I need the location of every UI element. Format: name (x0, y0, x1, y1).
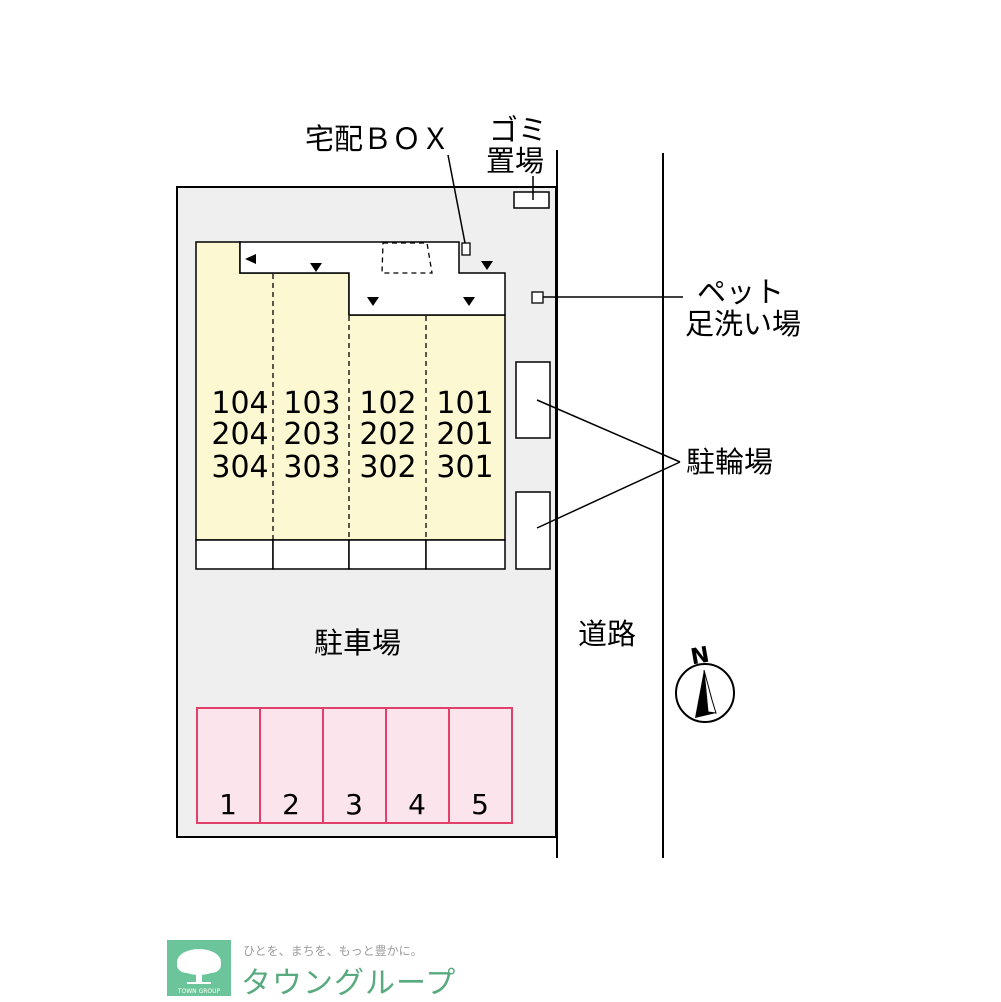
balcony (425, 539, 506, 570)
parking-space-number: 2 (282, 788, 300, 821)
unit-number: 202 (359, 417, 416, 452)
stair-outline (381, 242, 433, 274)
parking-space-number: 4 (408, 788, 426, 821)
unit-number: 204 (211, 417, 268, 452)
parking-space (448, 707, 513, 824)
parking-space-number: 5 (471, 788, 489, 821)
unit-number: 304 (211, 450, 268, 485)
parking-space-number: 1 (219, 788, 237, 821)
unit-number: 301 (436, 450, 493, 485)
unit-number: 104 (211, 386, 268, 421)
logo-mark-text: TOWN GROUP (177, 988, 221, 995)
pet-wash-area (531, 291, 544, 304)
bicycle-label: 駐輪場 (686, 445, 773, 479)
delivery-box (461, 242, 471, 256)
unit-number: 302 (359, 450, 416, 485)
unit-number: 103 (283, 386, 340, 421)
delivery-box-label: 宅配ＢＯＸ (305, 122, 450, 156)
corridor (239, 241, 506, 316)
road-label: 道路 (578, 617, 636, 651)
entrance-arrow (481, 261, 493, 270)
bicycle-parking (515, 361, 551, 439)
parking-space (259, 707, 324, 824)
tree-logo-icon: TOWN GROUP (167, 940, 231, 996)
balcony (272, 539, 350, 570)
entrance-arrow (463, 297, 475, 306)
bicycle-leader (536, 461, 681, 529)
entrance-arrow (245, 254, 256, 264)
unit-number: 102 (359, 386, 416, 421)
parking-label: 駐車場 (314, 626, 401, 660)
pet-wash-label-line2: 足洗い場 (685, 307, 801, 341)
balcony (195, 539, 274, 570)
company-logo: TOWN GROUP ひとを、まちを、もっと豊かに。 タウングループ (163, 940, 455, 1001)
garbage-label-line1: ゴミ (489, 113, 547, 147)
bicycle-parking (515, 491, 551, 570)
logo-brand-name: タウングループ (241, 966, 457, 1001)
entrance-arrow (367, 297, 379, 306)
pet-wash-label-line1: ペット (697, 275, 784, 309)
unit-number: 101 (436, 386, 493, 421)
delivery-box-leader (447, 154, 466, 244)
compass-icon: N (675, 643, 735, 723)
parking-space-number: 3 (345, 788, 363, 821)
logo-tagline: ひとを、まちを、もっと豊かに。 (243, 944, 423, 958)
bicycle-leader (536, 399, 681, 463)
compass-north-label: N (689, 643, 711, 671)
entrance-arrow (310, 263, 322, 272)
unit-number: 303 (283, 450, 340, 485)
garbage-area (513, 191, 550, 209)
balcony (348, 539, 427, 570)
unit-number: 201 (436, 417, 493, 452)
unit-number: 203 (283, 417, 340, 452)
garbage-label-line2: 置場 (486, 144, 544, 178)
